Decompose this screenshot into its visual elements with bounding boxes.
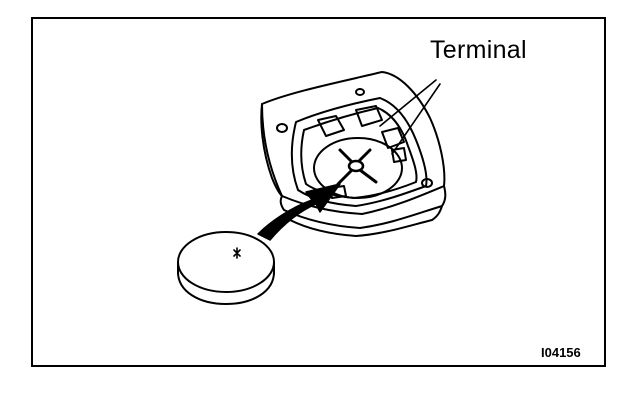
terminal-leader-lines: [379, 79, 441, 155]
positive-mark: [233, 247, 241, 259]
figure-id-label: I04156: [541, 345, 581, 360]
terminal-label: Terminal: [430, 36, 527, 64]
insertion-arrow: [257, 183, 341, 241]
coin-battery: [177, 231, 275, 305]
transmitter-case: [260, 71, 447, 237]
